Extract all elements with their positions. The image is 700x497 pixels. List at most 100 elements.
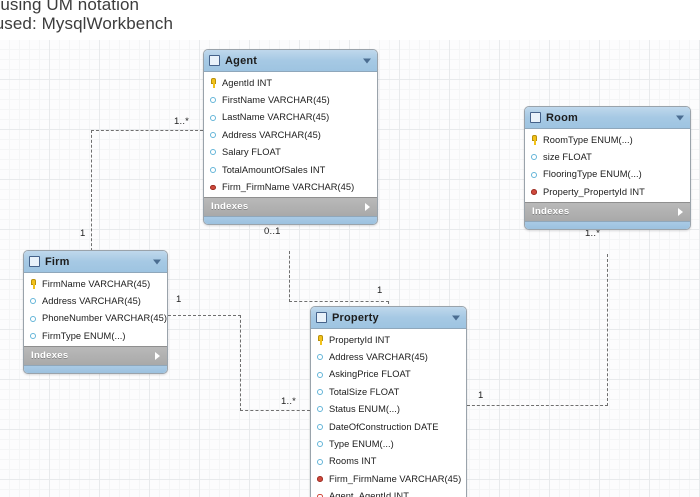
column-label: Status ENUM(...): [329, 404, 401, 415]
table-agent-header[interactable]: Agent: [204, 50, 377, 72]
table-row[interactable]: Address VARCHAR(45): [24, 292, 167, 309]
table-room-indexes-bar[interactable]: Indexes: [525, 201, 690, 221]
primary-key-icon: [209, 77, 219, 88]
relationship-agent-property-vertical-agentside[interactable]: [289, 251, 290, 302]
table-row[interactable]: PropertyId INT: [311, 331, 466, 348]
column-label: FlooringType ENUM(...): [543, 169, 642, 180]
table-row[interactable]: FirmName VARCHAR(45): [24, 275, 167, 292]
table-agent-footer: [204, 215, 377, 224]
column-label: AskingPrice FLOAT: [329, 369, 411, 380]
cardinality-room-property-propertyside: 1: [478, 390, 484, 401]
table-agent[interactable]: Agent AgentId INT FirstName VARCHAR(45) …: [203, 49, 378, 225]
column-label: Rooms INT: [329, 456, 377, 467]
diagram-canvas[interactable]: 1..* 1 0..1 1 1 1..* 1..* 1 Agent AgentI…: [0, 38, 700, 497]
table-room-columns: RoomType ENUM(...) size FLOAT FlooringTy…: [525, 129, 690, 202]
column-icon: [29, 313, 39, 323]
relationship-room-property-vertical[interactable]: [607, 254, 608, 406]
table-agent-indexes-bar[interactable]: Indexes: [204, 196, 377, 216]
column-label: FirstName VARCHAR(45): [222, 95, 330, 106]
diagram-title-block: 0 using UM notation l used: MysqlWorkben…: [0, 0, 700, 40]
table-firm[interactable]: Firm FirmName VARCHAR(45) Address VARCHA…: [23, 250, 168, 374]
column-icon: [316, 422, 326, 432]
column-label: Address VARCHAR(45): [329, 352, 428, 363]
table-row[interactable]: PhoneNumber VARCHAR(45): [24, 310, 167, 327]
table-firm-footer: [24, 364, 167, 373]
column-label: PropertyId INT: [329, 334, 391, 345]
table-firm-header[interactable]: Firm: [24, 251, 167, 273]
chevron-down-icon[interactable]: [452, 315, 460, 320]
relationship-firm-property-horizontal-top[interactable]: [168, 315, 241, 316]
chevron-down-icon[interactable]: [363, 58, 371, 63]
relationship-firm-property-vertical[interactable]: [240, 315, 241, 411]
table-row[interactable]: LastName VARCHAR(45): [204, 109, 377, 126]
cardinality-firm-property-propertyside: 1..*: [281, 396, 297, 407]
indexes-label: Indexes: [211, 201, 249, 213]
table-row[interactable]: TotalAmountOfSales INT: [204, 161, 377, 178]
foreign-key-nullable-icon: [316, 491, 326, 497]
table-row[interactable]: FirmType ENUM(...): [24, 327, 167, 344]
table-room-footer: [525, 220, 690, 229]
foreign-key-icon: [209, 182, 219, 192]
column-icon: [316, 352, 326, 362]
table-property[interactable]: Property PropertyId INT Address VARCHAR(…: [310, 306, 467, 497]
column-label: LastName VARCHAR(45): [222, 112, 330, 123]
table-row[interactable]: Property_PropertyId INT: [525, 183, 690, 200]
column-icon: [29, 331, 39, 341]
table-row[interactable]: Firm_FirmName VARCHAR(45): [311, 470, 466, 487]
table-row[interactable]: Address VARCHAR(45): [204, 126, 377, 143]
column-icon: [209, 165, 219, 175]
primary-key-icon: [29, 278, 39, 289]
table-row[interactable]: Type ENUM(...): [311, 435, 466, 452]
table-icon: [209, 55, 220, 66]
column-icon: [316, 369, 326, 379]
table-firm-columns: FirmName VARCHAR(45) Address VARCHAR(45)…: [24, 273, 167, 346]
chevron-down-icon[interactable]: [676, 115, 684, 120]
column-label: PhoneNumber VARCHAR(45): [42, 313, 167, 324]
table-row[interactable]: Address VARCHAR(45): [311, 348, 466, 365]
table-firm-indexes-bar[interactable]: Indexes: [24, 345, 167, 365]
cardinality-agent-property-agentside: 0..1: [264, 226, 281, 237]
column-label: Property_PropertyId INT: [543, 186, 645, 197]
foreign-key-icon: [316, 474, 326, 484]
table-icon: [530, 112, 541, 123]
table-row[interactable]: FirstName VARCHAR(45): [204, 91, 377, 108]
table-row[interactable]: Rooms INT: [311, 453, 466, 470]
table-row[interactable]: AgentId INT: [204, 74, 377, 91]
table-row[interactable]: DateOfConstruction DATE: [311, 418, 466, 435]
column-icon: [29, 296, 39, 306]
relationship-room-property-horizontal[interactable]: [467, 405, 608, 406]
chevron-right-icon[interactable]: [155, 351, 160, 360]
table-row[interactable]: AskingPrice FLOAT: [311, 366, 466, 383]
column-label: AgentId INT: [222, 77, 273, 88]
table-row[interactable]: Status ENUM(...): [311, 401, 466, 418]
relationship-firm-agent-vertical[interactable]: [91, 130, 92, 256]
column-icon: [316, 456, 326, 466]
relationship-agent-property-horizontal[interactable]: [289, 301, 389, 302]
table-row[interactable]: FlooringType ENUM(...): [525, 166, 690, 183]
cardinality-room-property-roomside: 1..*: [585, 228, 601, 239]
table-room[interactable]: Room RoomType ENUM(...) size FLOAT Floor…: [524, 106, 691, 230]
relationship-firm-agent-horizontal[interactable]: [91, 130, 203, 131]
table-icon: [29, 256, 40, 267]
title-line-1: 0 using UM notation: [0, 0, 140, 14]
table-row[interactable]: TotalSize FLOAT: [311, 383, 466, 400]
chevron-right-icon[interactable]: [678, 207, 683, 216]
cardinality-firm-agent-one: 1: [80, 228, 86, 239]
cardinality-firm-agent-many: 1..*: [174, 116, 190, 127]
chevron-down-icon[interactable]: [153, 259, 161, 264]
relationship-firm-property-horizontal-bottom[interactable]: [240, 410, 310, 411]
table-property-header[interactable]: Property: [311, 307, 466, 329]
column-icon: [209, 95, 219, 105]
chevron-right-icon[interactable]: [365, 202, 370, 211]
foreign-key-icon: [530, 187, 540, 197]
column-label: Salary FLOAT: [222, 147, 281, 158]
table-row[interactable]: size FLOAT: [525, 148, 690, 165]
column-label: Agent_AgentId INT: [329, 491, 409, 497]
table-row[interactable]: Salary FLOAT: [204, 144, 377, 161]
column-label: Type ENUM(...): [329, 439, 394, 450]
column-icon: [530, 169, 540, 179]
table-row[interactable]: RoomType ENUM(...): [525, 131, 690, 148]
table-row[interactable]: Agent_AgentId INT: [311, 488, 466, 497]
table-room-header[interactable]: Room: [525, 107, 690, 129]
table-row[interactable]: Firm_FirmName VARCHAR(45): [204, 178, 377, 195]
